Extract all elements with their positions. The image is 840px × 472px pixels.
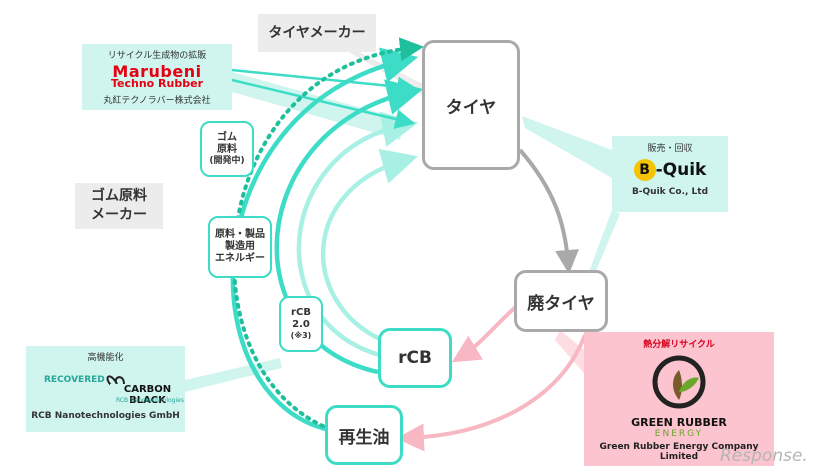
green-logo-line2: ENERGY: [654, 429, 704, 439]
rcbnano-caption: 高機能化: [87, 353, 124, 363]
arc-rcb-to-tire: [274, 79, 424, 375]
rubber-maker-label: ゴム原料 メーカー: [75, 183, 163, 229]
marubeni-logo: Marubeni Techno Rubber: [82, 62, 232, 91]
bquik-callout: [522, 116, 612, 178]
material-energy-line1: 原料・製品: [215, 229, 265, 240]
material-energy-pill: 原料・製品 製造用 エネルギー: [208, 216, 272, 278]
recycled-oil-node: 再生油: [325, 405, 403, 465]
rubber-material-pill: ゴム 原料 (開発中): [200, 121, 254, 177]
rcbnano-panel: 高機能化 RECOVERED CARBON BLACK RCB Nanotech…: [26, 346, 185, 432]
arrow-tire-to-waste: [518, 148, 579, 274]
marubeni-logo-line2: Techno Rubber: [110, 77, 203, 91]
rcb-node: rCB: [378, 328, 452, 388]
material-energy-line2: 製造用: [225, 241, 255, 252]
rcbnano-logo-left: RECOVERED: [44, 375, 105, 385]
bquik-logo: B -Quik: [612, 159, 728, 181]
green-company: Green Rubber Energy Company Limited: [599, 442, 759, 462]
green-rubber-logo-icon: [652, 355, 706, 409]
green-callout: [555, 330, 590, 380]
marubeni-callout: [232, 72, 405, 140]
bquik-logo-text: -Quik: [655, 160, 707, 180]
arc-inner-2: [321, 148, 418, 343]
waste-tire-node: 廃タイヤ: [514, 270, 608, 332]
bquik-caption: 販売・回収: [647, 144, 693, 154]
bquik-company: B-Quik Co., Ltd: [631, 187, 709, 197]
green-logo-line1: GREEN RUBBER: [631, 416, 727, 429]
rcb2-pill: rCB 2.0 (※3): [279, 296, 323, 352]
arc-inner-1: [296, 111, 419, 358]
bquik-panel: 販売・回収 B -Quik B-Quik Co., Ltd: [612, 136, 728, 212]
marubeni-panel: リサイクル生成物の拡販 Marubeni Techno Rubber 丸紅テクノ…: [82, 44, 232, 110]
rcb2-line1: rCB: [291, 307, 311, 319]
green-caption: 熱分解リサイクル: [643, 340, 715, 350]
arrow-waste-to-rcb: [451, 303, 520, 363]
rubber-material-line2: 原料: [217, 143, 237, 155]
rcbnano-logo-sub: RCB Nanotechnologies: [116, 397, 184, 404]
marubeni-caption: リサイクル生成物の拡販: [107, 51, 207, 61]
watermark: Response.: [720, 446, 808, 466]
tire-maker-label: タイヤメーカー: [258, 14, 376, 52]
rubber-material-line3: (開発中): [209, 155, 245, 166]
rcb2-line3: (※3): [290, 331, 312, 341]
bquik-logo-b: B: [633, 159, 656, 181]
marubeni-company: 丸紅テクノラバー株式会社: [103, 95, 211, 106]
marubeni-logo-line1: Marubeni: [112, 62, 202, 81]
rcb2-line2: 2.0: [292, 319, 310, 331]
material-energy-line3: エネルギー: [215, 253, 265, 264]
tire-node: タイヤ: [422, 40, 520, 170]
rcbnano-company: RCB Nanotechnologies GmbH: [31, 411, 180, 421]
arrow-waste-to-oil: [396, 334, 587, 452]
rcbnano-logo: RECOVERED CARBON BLACK RCB Nanotechnolog…: [26, 367, 185, 407]
bquik-callout-lower: [584, 210, 620, 285]
rcbnano-logo-right: CARBON BLACK: [110, 384, 185, 406]
green-rubber-panel: 熱分解リサイクル GREEN RUBBER ENERGY Green Rubbe…: [584, 332, 774, 466]
rubber-material-line1: ゴム: [217, 131, 237, 143]
